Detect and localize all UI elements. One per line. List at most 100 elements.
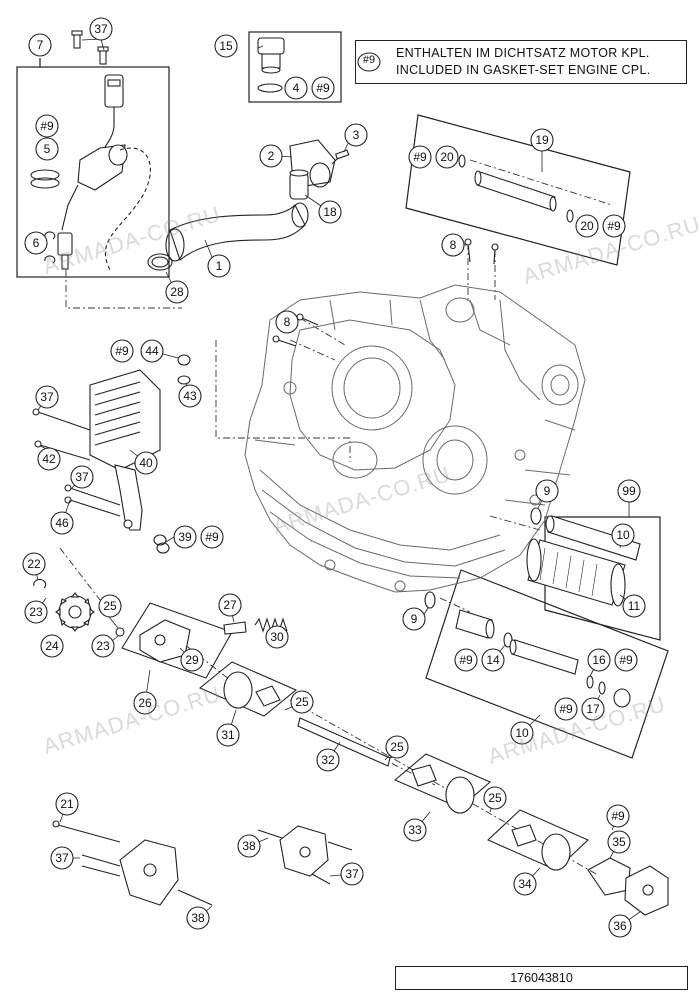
callout-label: 26 <box>138 696 152 710</box>
callout-label: #9 <box>459 653 473 667</box>
callout-circle <box>454 648 478 672</box>
callout-c28: 28 <box>165 280 189 304</box>
seal-9b <box>424 591 436 609</box>
callout-circle <box>607 830 631 854</box>
callout-label: 25 <box>295 695 309 709</box>
callout-c30: 30 <box>265 625 289 649</box>
callout-circle <box>340 862 364 886</box>
callout-circle <box>218 593 242 617</box>
note-line-de: ENTHALTEN IM DICHTSATZ MOTOR KPL. <box>396 46 650 60</box>
callout-c33: 33 <box>403 818 427 842</box>
callout-c26: 26 <box>133 691 157 715</box>
pump-cover-26 <box>121 602 233 679</box>
callout-circle <box>22 552 46 576</box>
callout-label: #9 <box>205 530 219 544</box>
callout-c14: 14 <box>481 648 505 672</box>
clip-6b <box>44 255 56 264</box>
callout-c9d: #9 <box>602 214 626 238</box>
callout-circle <box>275 310 299 334</box>
callout-label: 4 <box>293 81 300 95</box>
rotor-33 <box>393 753 492 814</box>
callout-circle <box>24 600 48 624</box>
callout-c44: 44 <box>140 339 164 363</box>
callout-c9l: #9 <box>606 804 630 828</box>
callout-c25d: 25 <box>483 786 507 810</box>
sleeve-14 <box>455 609 495 639</box>
callout-circle <box>311 76 335 100</box>
o-ring-39a <box>153 534 167 546</box>
callout-circle <box>180 648 204 672</box>
callout-label: 38 <box>242 839 256 853</box>
callout-c10b: 10 <box>510 721 534 745</box>
callout-c10a: 10 <box>611 523 635 547</box>
callout-c37b: 37 <box>35 385 59 409</box>
o-ring-39b <box>156 542 170 554</box>
group-frame-7 <box>16 66 170 278</box>
callout-circle <box>133 691 157 715</box>
o-ring-20a <box>458 154 466 168</box>
callout-label: 17 <box>586 702 600 716</box>
callout-circle <box>535 479 559 503</box>
callout-label: 31 <box>221 728 235 742</box>
callout-label: 36 <box>613 919 627 933</box>
callout-c22: 22 <box>22 552 46 576</box>
callout-label: #9 <box>316 81 330 95</box>
callout-label: 18 <box>323 205 337 219</box>
callout-circle <box>91 634 115 658</box>
filter-insert-10a <box>545 515 641 561</box>
callout-c25c: 25 <box>385 735 409 759</box>
callout-c7: 7 <box>28 33 52 57</box>
plug-10 <box>613 688 631 708</box>
callout-c8b: 8 <box>275 310 299 334</box>
callout-c27: 27 <box>218 593 242 617</box>
callout-label: 14 <box>486 653 500 667</box>
callout-label: 11 <box>628 599 641 613</box>
group-frame-15 <box>248 31 342 103</box>
callout-circle <box>587 648 611 672</box>
o-ring-20b <box>566 209 574 223</box>
callout-circle <box>28 33 52 57</box>
callout-label: #9 <box>40 119 54 133</box>
callout-circle <box>441 233 465 257</box>
callout-label: 10 <box>515 726 529 740</box>
gasket-set-note: #9 ENTHALTEN IM DICHTSATZ MOTOR KPL. INC… <box>355 40 687 84</box>
callout-label: 23 <box>96 639 110 653</box>
rotor-34 <box>487 809 589 871</box>
callout-c1: 1 <box>207 254 231 278</box>
callout-c35: 35 <box>607 830 631 854</box>
callout-label: 2 <box>268 149 275 163</box>
callout-label: 37 <box>40 390 54 404</box>
callout-c37a: 37 <box>89 17 113 41</box>
callout-circle <box>98 594 122 618</box>
callout-circle <box>265 625 289 649</box>
callout-circle <box>483 786 507 810</box>
callout-c8a: 8 <box>441 233 465 257</box>
callout-c20a: 20 <box>435 145 459 169</box>
callout-c16: 16 <box>587 648 611 672</box>
callout-c21: 21 <box>55 792 79 816</box>
callout-circle <box>70 465 94 489</box>
callout-circle <box>606 804 630 828</box>
callout-circle <box>602 214 626 238</box>
callout-label: #9 <box>611 809 625 823</box>
callout-label: 44 <box>145 344 159 358</box>
clamp-28 <box>147 253 173 271</box>
callout-circle <box>510 721 534 745</box>
callout-c38a: 38 <box>237 834 261 858</box>
callout-label: 6 <box>33 236 40 250</box>
callout-circle <box>214 34 238 58</box>
callout-c32: 32 <box>316 748 340 772</box>
callout-label: 99 <box>622 484 636 498</box>
drawing-number: 176043810 <box>395 966 688 990</box>
callout-label: 20 <box>440 150 454 164</box>
callout-c29: 29 <box>180 648 204 672</box>
callout-label: 3 <box>353 128 360 142</box>
clip-6a <box>44 231 56 240</box>
screw-37-top <box>71 30 109 65</box>
callout-label: 46 <box>55 516 69 530</box>
seal-9a <box>530 507 542 525</box>
callout-circle <box>554 697 578 721</box>
callout-c37d: 37 <box>50 846 74 870</box>
callout-c9i: #9 <box>454 648 478 672</box>
callout-c39: 39 <box>173 525 197 549</box>
